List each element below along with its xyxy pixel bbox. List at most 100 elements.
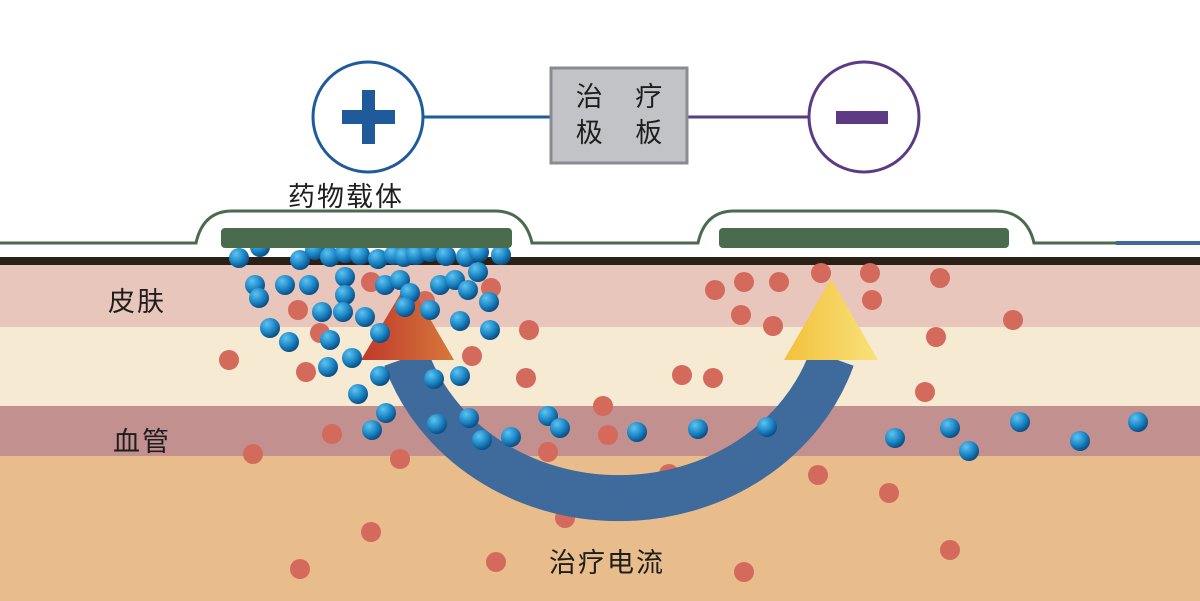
body-ion bbox=[538, 442, 558, 462]
body-ion bbox=[1003, 310, 1023, 330]
treatment-current-label: 治疗电流 bbox=[549, 548, 665, 579]
drug-ion bbox=[348, 384, 368, 404]
drug-ion bbox=[491, 245, 511, 265]
surface-line bbox=[0, 257, 1200, 265]
arrow-head-right bbox=[784, 279, 878, 360]
drug-ion bbox=[290, 250, 310, 270]
drug-ion bbox=[959, 441, 979, 461]
body-ion bbox=[915, 382, 935, 402]
blood-vessel-label: 血管 bbox=[113, 427, 171, 458]
body-ion bbox=[593, 396, 613, 416]
drug-ion bbox=[376, 403, 396, 423]
drug-ion bbox=[480, 320, 500, 340]
drug-ion bbox=[427, 414, 447, 434]
drug-ion bbox=[459, 408, 479, 428]
drug-ion bbox=[260, 318, 280, 338]
drug-ion bbox=[279, 332, 299, 352]
drug-ion bbox=[362, 420, 382, 440]
body-ion bbox=[930, 268, 950, 288]
drug-ion bbox=[333, 302, 353, 322]
body-ion bbox=[811, 263, 831, 283]
body-ion bbox=[288, 300, 308, 320]
drug-carrier-pad bbox=[221, 228, 512, 248]
drug-ion bbox=[1070, 431, 1090, 451]
drug-ion bbox=[275, 275, 295, 295]
electrode-pads bbox=[0, 209, 1200, 248]
body-ion bbox=[598, 425, 618, 445]
drug-ion bbox=[395, 297, 415, 317]
drug-ion bbox=[757, 417, 777, 437]
body-ion bbox=[763, 316, 783, 336]
minus-icon bbox=[836, 111, 888, 124]
return-pad bbox=[719, 228, 1009, 248]
drug-ion bbox=[436, 246, 456, 266]
drug-ion bbox=[320, 330, 340, 350]
dermis-layer bbox=[0, 327, 1200, 406]
drug-ion bbox=[335, 267, 355, 287]
drug-ion bbox=[940, 418, 960, 438]
drug-ion bbox=[472, 430, 492, 450]
drug-ion bbox=[355, 307, 375, 327]
body-ion bbox=[926, 327, 946, 347]
drug-ion bbox=[550, 418, 570, 438]
skin-label: 皮肤 bbox=[108, 287, 166, 318]
drug-ion bbox=[249, 288, 269, 308]
body-ion bbox=[705, 280, 725, 300]
drug-ion bbox=[424, 369, 444, 389]
treatment-plate-label: 治 疗 极 板 bbox=[551, 68, 687, 163]
plate-label-line-1: 治 疗 bbox=[575, 81, 675, 113]
body-ion bbox=[322, 424, 342, 444]
drug-ion bbox=[420, 300, 440, 320]
drug-ion bbox=[370, 366, 390, 386]
drug-ion bbox=[501, 427, 521, 447]
drug-ions bbox=[229, 237, 1148, 461]
body-ion bbox=[734, 562, 754, 582]
body-ion bbox=[243, 444, 263, 464]
drug-ion bbox=[320, 247, 340, 267]
body-ion bbox=[361, 522, 381, 542]
drug-ion bbox=[450, 311, 470, 331]
drug-ion bbox=[312, 302, 332, 322]
drug-ion bbox=[1010, 412, 1030, 432]
drug-ion bbox=[479, 292, 499, 312]
current-arc-path bbox=[384, 350, 854, 522]
drug-ion bbox=[458, 280, 478, 300]
body-ion bbox=[808, 465, 828, 485]
body-ion bbox=[296, 362, 316, 382]
drug-ion bbox=[335, 285, 355, 305]
drug-ion bbox=[1128, 412, 1148, 432]
body-ion bbox=[862, 290, 882, 310]
body-ion bbox=[486, 552, 506, 572]
drug-carrier-label: 药物载体 bbox=[288, 182, 404, 213]
body-ion bbox=[940, 540, 960, 560]
body-ion bbox=[290, 559, 310, 579]
body-ion bbox=[516, 368, 536, 388]
drug-ion bbox=[350, 245, 370, 265]
body-ion bbox=[769, 272, 789, 292]
body-ion bbox=[462, 346, 482, 366]
drug-ion bbox=[688, 419, 708, 439]
body-ion bbox=[731, 305, 751, 325]
drug-ion bbox=[368, 249, 388, 269]
treatment-plate-box bbox=[549, 66, 689, 165]
body-ion bbox=[734, 272, 754, 292]
drug-ion bbox=[627, 422, 647, 442]
drug-ion bbox=[342, 348, 362, 368]
pad-outline bbox=[0, 209, 1118, 245]
drug-ion bbox=[370, 323, 390, 343]
treatment-circuit bbox=[311, 60, 921, 174]
drug-ion bbox=[229, 248, 249, 268]
body-ion bbox=[219, 350, 239, 370]
drug-ion bbox=[299, 275, 319, 295]
body-ion bbox=[860, 263, 880, 283]
skin-layer bbox=[0, 264, 1200, 328]
body-ion bbox=[703, 368, 723, 388]
body-ion bbox=[390, 449, 410, 469]
body-ion bbox=[879, 483, 899, 503]
plus-icon bbox=[342, 90, 395, 144]
plate-label-line-2: 极 板 bbox=[575, 117, 675, 149]
drug-ion bbox=[318, 357, 338, 377]
drug-ion bbox=[468, 262, 488, 282]
body-ion bbox=[519, 320, 539, 340]
